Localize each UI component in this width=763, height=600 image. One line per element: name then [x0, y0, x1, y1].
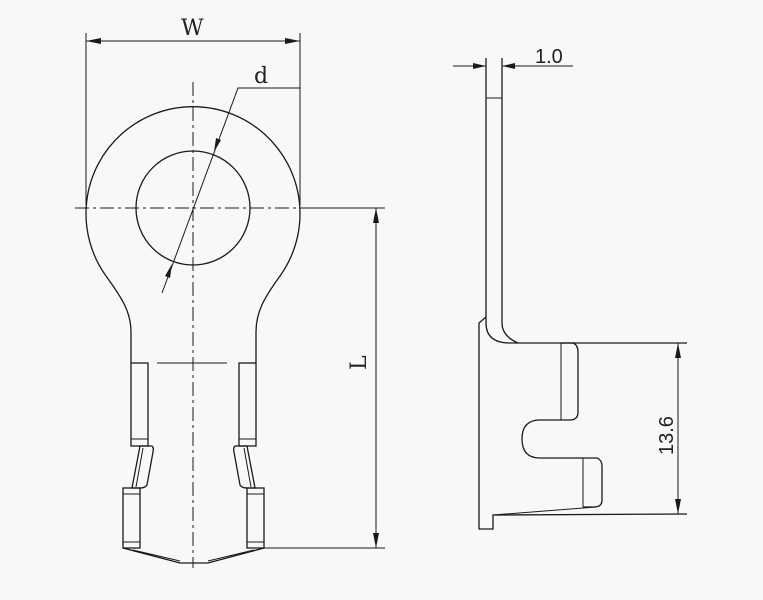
side-profile-body	[478, 316, 688, 530]
crimp-length-label: 13.6	[656, 416, 678, 455]
ring-outline	[85, 106, 301, 363]
arrow-icon	[675, 343, 681, 358]
thickness-label: 1.0	[535, 46, 563, 68]
arrow-icon	[285, 38, 300, 44]
side-view: 1.0 13.6	[453, 46, 688, 530]
arrow-icon	[214, 138, 221, 152]
left-bend	[131, 445, 154, 489]
bottom-slant	[492, 506, 597, 516]
arrow-icon	[373, 208, 379, 223]
bottom-edge-inner	[132, 549, 181, 562]
bottom-edge	[122, 547, 265, 564]
bend-edge	[135, 447, 144, 488]
left-crimp-tab	[130, 362, 149, 447]
bottom-edge-inner	[207, 549, 255, 562]
right-bend	[233, 445, 256, 489]
arrow-icon	[86, 38, 101, 44]
arrow-icon	[675, 499, 681, 514]
d-leader-line	[161, 87, 300, 294]
front-view: W d L	[75, 16, 385, 568]
side-profile-top	[485, 58, 687, 344]
left-bottom-tab	[122, 487, 141, 549]
arrow-icon	[165, 264, 172, 278]
right-crimp-tab	[238, 362, 257, 447]
crimp-slot	[521, 342, 603, 508]
hole-diameter-label: d	[254, 64, 268, 89]
bend-edge	[243, 447, 252, 488]
side-profile-inner	[501, 58, 519, 344]
arrow-icon	[473, 63, 486, 69]
length-label: L	[347, 355, 372, 370]
right-bottom-tab	[246, 487, 265, 549]
arrow-icon	[373, 533, 379, 548]
arrow-icon	[502, 63, 515, 69]
width-label: W	[181, 16, 204, 41]
